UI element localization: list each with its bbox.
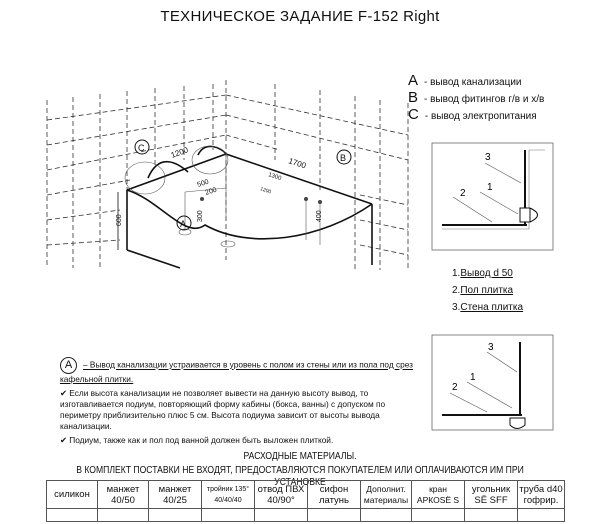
bathtub-drawing: C B A 1200 1700 1300 1200 500 200 300 40…: [46, 80, 554, 270]
material-additional: Дополнит.материалы: [360, 480, 412, 509]
svg-text:1: 1: [487, 182, 493, 193]
dim-1700: 1700: [287, 156, 307, 170]
svg-text:C: C: [138, 143, 145, 153]
check-icon: ✔: [60, 435, 70, 445]
wall-tile-grid: [46, 80, 409, 270]
svg-text:A: A: [180, 219, 186, 229]
material-tee: тройник 135°40/40/40: [201, 480, 255, 509]
detail-item-2: 2.Пол плитка: [452, 285, 514, 296]
svg-text:3: 3: [485, 152, 491, 163]
marker-a-note: A: [60, 357, 77, 374]
detail-drawing-2: 2 1 3: [431, 334, 554, 431]
material-silicone: силикон: [46, 480, 98, 509]
notes: A– Вывод канализации устраивается в уров…: [60, 357, 420, 446]
check-icon: ✔: [60, 388, 70, 398]
dim-500: 500: [196, 179, 209, 189]
dim-1200-top: 1200: [170, 145, 190, 160]
dim-300: 300: [197, 210, 204, 222]
note-item: ✔ Подиум, также как и пол под ванной дол…: [60, 435, 334, 445]
dim-600: 600: [116, 214, 123, 226]
legend-item-a: A- вывод канализации: [408, 72, 522, 89]
marker-a: A: [176, 215, 192, 231]
dim-200: 200: [204, 187, 217, 197]
dim-400: 400: [316, 210, 323, 222]
legend-item-b: B- вывод фитингов г/в и х/в: [408, 89, 545, 106]
page-title: ТЕХНИЧЕСКОЕ ЗАДАНИЕ F-152 Right: [160, 8, 440, 25]
svg-text:3: 3: [488, 342, 494, 353]
note-item: ✔ Если высота канализации не позволяет в…: [60, 388, 386, 431]
dim-1300: 1300: [267, 172, 282, 182]
marker-b: B: [336, 149, 352, 165]
svg-text:2: 2: [452, 382, 458, 393]
bathtub-outline: [126, 145, 373, 269]
detail-item-1: 1.Вывод d 50: [452, 268, 513, 279]
svg-text:1: 1: [470, 372, 476, 383]
detail-drawing-1: 2 1 3: [431, 142, 554, 251]
dim-1200-inner: 1200: [259, 186, 272, 195]
marker-c: C: [134, 139, 150, 155]
svg-text:2: 2: [460, 188, 466, 199]
legend-item-c: C- вывод электропитания: [408, 106, 537, 123]
svg-text:B: B: [340, 153, 346, 163]
materials-heading: РАСХОДНЫЕ МАТЕРИАЛЫ.: [243, 450, 357, 462]
detail-item-3: 3.Стена плитка: [452, 302, 524, 313]
note-main: – Вывод канализации устраивается в урове…: [60, 359, 413, 384]
